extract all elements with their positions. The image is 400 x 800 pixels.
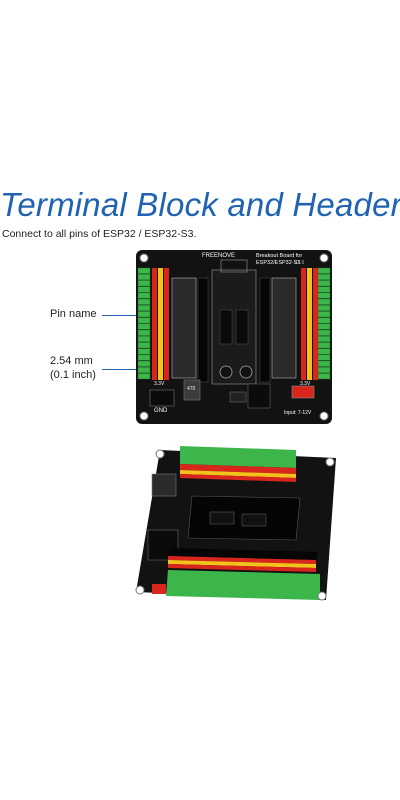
terminal-block bbox=[317, 335, 331, 342]
terminal-block bbox=[317, 286, 331, 293]
terminal-block bbox=[137, 354, 151, 361]
board-title-line1: Breakout Board for bbox=[256, 253, 303, 259]
terminal-block bbox=[317, 274, 331, 281]
board-input: Input: 7-12V bbox=[284, 410, 312, 416]
board-title-line2: ESP32/ESP32-S3 bbox=[256, 260, 301, 266]
terminal-block bbox=[137, 280, 151, 287]
terminal-block bbox=[317, 317, 331, 324]
terminal-block bbox=[317, 280, 331, 287]
terminal-block bbox=[317, 305, 331, 312]
terminal-block bbox=[317, 354, 331, 361]
terminal-block bbox=[317, 342, 331, 349]
terminal-block bbox=[137, 366, 151, 373]
board-version: V1.0 bbox=[294, 260, 305, 266]
terminal-block bbox=[137, 267, 151, 274]
page-title: Terminal Block and Header bbox=[0, 186, 400, 223]
board-inductor-label: 470 bbox=[187, 386, 196, 392]
terminal-block bbox=[137, 298, 151, 305]
terminal-block bbox=[137, 329, 151, 336]
callout-pitch-line1: 2.54 mm bbox=[50, 355, 93, 367]
callout-pitch-line2: (0.1 inch) bbox=[50, 369, 96, 381]
terminal-block bbox=[137, 305, 151, 312]
terminal-block bbox=[137, 292, 151, 299]
board-gnd: GND bbox=[154, 408, 168, 414]
terminal-block bbox=[137, 311, 151, 318]
terminal-block bbox=[317, 348, 331, 355]
terminal-block bbox=[137, 286, 151, 293]
terminal-block bbox=[317, 329, 331, 336]
page-subtitle: Connect to all pins of ESP32 / ESP32-S3. bbox=[2, 228, 197, 240]
board-voltage-left: 3.3V bbox=[154, 381, 165, 387]
board-perspective-view bbox=[130, 444, 340, 606]
terminal-block bbox=[317, 298, 331, 305]
terminal-block bbox=[137, 348, 151, 355]
terminal-block bbox=[137, 317, 151, 324]
terminal-block bbox=[317, 366, 331, 373]
board-top-view: FREENOVE Breakout Board for ESP32/ESP32-… bbox=[136, 250, 332, 424]
terminal-block bbox=[137, 335, 151, 342]
terminal-block bbox=[317, 267, 331, 274]
terminal-block bbox=[317, 292, 331, 299]
callout-pitch-line bbox=[102, 369, 140, 370]
terminal-block bbox=[317, 323, 331, 330]
terminal-block bbox=[317, 373, 331, 380]
terminal-block bbox=[317, 360, 331, 367]
terminal-block bbox=[137, 323, 151, 330]
terminal-block bbox=[317, 311, 331, 318]
board-brand: FREENOVE bbox=[202, 253, 236, 259]
board-voltage-right: 3.3V bbox=[300, 381, 311, 387]
terminal-block bbox=[137, 360, 151, 367]
terminal-block bbox=[137, 342, 151, 349]
terminal-block bbox=[137, 373, 151, 380]
callout-pin-name: Pin name bbox=[50, 308, 97, 320]
terminal-block bbox=[137, 274, 151, 281]
